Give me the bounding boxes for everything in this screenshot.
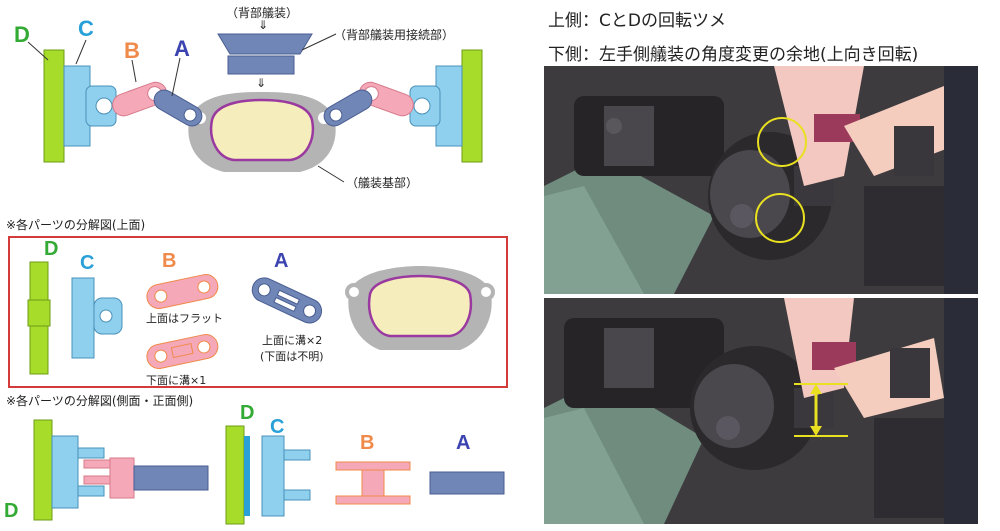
side-label-b: B <box>360 432 375 454</box>
caption-bottom: 下側：左手側艤装の角度変更の余地(上向き回転) <box>548 45 919 65</box>
side-label-d: D <box>4 500 19 522</box>
base-arrow: ⇓ <box>256 76 267 90</box>
back-module-label: （背部艤装） <box>226 6 299 20</box>
a-note-2: (下面は不明) <box>260 350 324 363</box>
top-label-c: C <box>78 16 94 41</box>
exploded-top-label-c: C <box>80 252 95 274</box>
exploded-side-diagram <box>33 419 505 525</box>
top-b-part-lower <box>146 334 219 370</box>
top-photo <box>544 66 978 294</box>
exploded-side-title: ※各パーツの分解図(側面・正面側) <box>6 394 194 408</box>
top-label-a: A <box>174 36 190 61</box>
exploded-top-title: ※各パーツの分解図(上面) <box>6 218 146 232</box>
bottom-photo <box>544 298 978 524</box>
caption-top: 上側：CとDの回転ツメ <box>548 11 726 31</box>
exploded-top-label-a: A <box>274 250 289 272</box>
b-lower-note: 下面に溝×1 <box>146 374 207 387</box>
top-b-part-upper <box>146 274 219 310</box>
side-d-part <box>225 425 245 525</box>
top-label-b: B <box>124 38 140 63</box>
connector-label: （背部艤装用接続部） <box>334 28 455 42</box>
right-a-part <box>323 89 373 127</box>
highlight-circle-upper <box>757 117 807 167</box>
top-label-d: D <box>14 22 30 47</box>
exploded-top-box <box>8 236 508 388</box>
back-connector-part <box>227 55 295 75</box>
base-label: （艤装基部） <box>346 176 419 190</box>
assembled-diagram <box>27 33 483 183</box>
side-label-c: C <box>270 416 285 438</box>
exploded-top-diagram <box>27 261 495 375</box>
side-separate-label-d: D <box>240 402 255 424</box>
side-c-part <box>261 435 285 517</box>
left-a-part <box>153 89 203 127</box>
exploded-top-label-d: D <box>44 238 59 260</box>
top-base-part <box>345 266 495 350</box>
side-b-part <box>335 461 411 505</box>
a-note-1: 上面に溝×2 <box>262 334 323 347</box>
b-upper-note: 上面はフラット <box>146 312 223 325</box>
back-arrow: ⇓ <box>258 18 269 32</box>
exploded-top-label-b: B <box>162 250 177 272</box>
side-label-a: A <box>456 432 471 454</box>
highlight-circle-lower <box>755 193 805 243</box>
back-module-part <box>217 33 313 55</box>
top-a-part <box>251 277 323 324</box>
side-a-part <box>429 471 505 495</box>
